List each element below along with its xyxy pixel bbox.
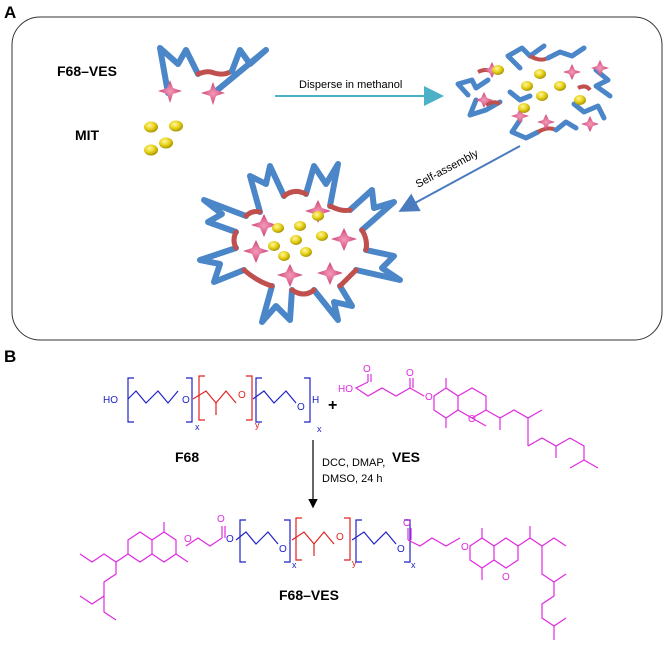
svg-text:x: x — [195, 422, 200, 432]
micelle — [197, 161, 403, 325]
svg-text:O: O — [336, 532, 344, 543]
svg-text:O: O — [217, 514, 225, 525]
product-ves-right-atoms: O O O — [403, 518, 510, 583]
svg-text:O: O — [226, 534, 234, 545]
svg-text:O: O — [502, 572, 510, 583]
svg-text:x: x — [411, 560, 416, 570]
product-f68-core: O O O O x O y O x — [184, 514, 416, 570]
f68-ves-legend-label: F68–VES — [57, 63, 117, 79]
f68-label: F68 — [175, 449, 199, 465]
self-assembly-arrow — [398, 145, 521, 212]
product-ves-left — [79, 522, 226, 621]
svg-text:H: H — [312, 395, 319, 406]
svg-text:O: O — [297, 402, 305, 413]
svg-text:O: O — [468, 414, 476, 425]
reaction-conditions-line2: DMSO, 24 h — [322, 473, 383, 485]
f68-structure: HO O x O y O H x — [103, 375, 322, 434]
svg-text:O: O — [279, 544, 287, 555]
svg-text:x: x — [292, 560, 297, 570]
f68-ho: HO — [103, 395, 118, 406]
mit-drug-particles — [144, 120, 183, 156]
ves-atoms: HO O O O O — [338, 364, 476, 425]
svg-text:O: O — [363, 364, 371, 375]
ves-star — [158, 80, 182, 103]
mit-legend-label: MIT — [75, 127, 100, 143]
dispersed-cluster — [455, 43, 613, 141]
self-assembly-label: Self-assembly — [414, 147, 481, 190]
svg-text:y: y — [352, 558, 357, 568]
svg-text:O: O — [238, 390, 246, 401]
svg-text:O: O — [397, 544, 405, 555]
svg-text:HO: HO — [338, 384, 353, 395]
svg-text:O: O — [406, 368, 414, 379]
svg-text:O: O — [184, 534, 192, 545]
disperse-label: Disperse in methanol — [299, 79, 402, 91]
product-ves-right — [407, 526, 567, 640]
svg-text:O: O — [403, 518, 411, 529]
svg-text:O: O — [182, 395, 190, 406]
plus-sign: + — [328, 397, 337, 414]
panel-a-label: A — [4, 3, 16, 22]
ves-structure — [354, 374, 599, 469]
panel-b-label: B — [4, 347, 16, 366]
ves-star — [201, 82, 225, 105]
panel-a-frame — [11, 16, 663, 341]
svg-text:x: x — [317, 424, 322, 434]
reaction-conditions-line1: DCC, DMAP, — [322, 457, 385, 469]
product-label: F68–VES — [279, 587, 339, 603]
svg-text:O: O — [461, 542, 469, 553]
svg-text:y: y — [255, 420, 260, 430]
svg-text:O: O — [425, 392, 433, 403]
ves-label: VES — [392, 449, 420, 465]
f68-ves-unimer — [157, 45, 269, 105]
